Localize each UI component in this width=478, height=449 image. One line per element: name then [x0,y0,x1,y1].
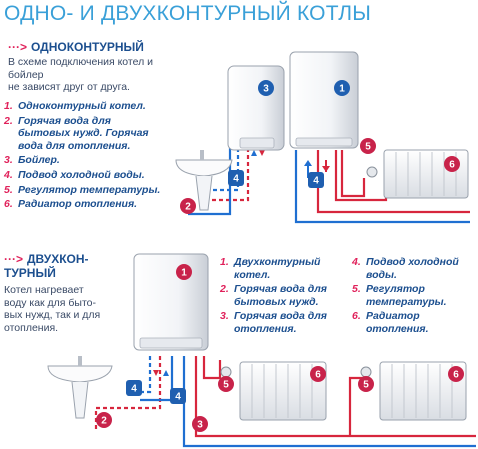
arrow-icon: ···> [8,40,27,54]
flow-arrow-icon [153,370,159,376]
badge-icon [444,156,460,172]
badge-label: 4 [175,392,181,403]
badge-label: 2 [185,202,191,213]
temperature-regulator-icon [366,166,378,178]
double-description: Котел нагревает воду как для быто- вых н… [4,284,124,334]
cold-pipe [210,148,240,192]
temperature-regulator-icon [220,366,232,378]
hot-pipe [340,150,366,198]
list-item: 4.Подвод холодной воды. [352,256,459,281]
badge-label: 6 [315,370,321,381]
badge-icon [228,170,244,186]
cold-pipe [140,356,174,402]
double-desc-line: отопления. [4,321,59,334]
arrow-icon: ···> [4,252,23,266]
single-desc-line: не зависят друг от друга. [8,81,130,93]
temperature-regulator-icon [360,366,372,378]
badge-label: 5 [365,142,371,153]
cold-pipe [182,356,476,448]
flow-arrow-icon [163,370,169,376]
single-desc-line: В схеме подключения котел и бойлер [8,56,154,81]
badge-icon [448,366,464,382]
hot-pipe [348,376,364,436]
water-heater-icon [227,65,285,151]
badge-label: 6 [449,160,455,171]
single-legend: 1.Одноконтурный котел. 2.Горячая вода дл… [4,100,166,213]
badge-label: 6 [453,370,459,381]
badge-label: 5 [223,380,229,391]
badge-icon [334,80,350,96]
single-heading: ···> ОДНОКОНТУРНЫЙ [8,40,144,54]
list-item: 3.Бойлер. [4,154,60,167]
badge-label: 3 [197,420,203,431]
badge-label: 1 [181,268,187,279]
badge-icon [180,198,196,214]
list-item: 6.Радиатор отопления. [352,310,429,335]
badge-icon [310,366,326,382]
cold-pipe [294,150,470,224]
list-item: 5.Регулятор температуры. [352,283,447,308]
badge-icon [258,80,274,96]
flow-arrow-icon [259,150,265,156]
single-heading-label: ОДНОКОНТУРНЫЙ [31,40,144,54]
double-heading-line: ТУРНЫЙ [4,266,56,280]
double-legend-left: 1.Двухконтурный котел. 2.Горячая вода дл… [220,256,338,338]
single-cold-pipes [188,148,470,224]
badge-icon [358,376,374,392]
badge-label: 1 [339,84,345,95]
badge-label: 3 [263,84,269,95]
badge-label: 4 [233,174,239,185]
badge-icon [170,388,186,404]
double-desc-line: воду как для быто- [4,296,96,309]
cold-pipe [188,148,232,216]
badge-icon [96,412,112,428]
badge-icon [126,380,142,396]
badge-icon [176,264,192,280]
badge-icon [218,376,234,392]
boiler-unit-icon [289,51,359,149]
badge-label: 5 [363,380,369,391]
hot-pipe [334,150,388,202]
double-desc-line: вых нужд, так и для [4,309,101,321]
badge-label: 4 [131,384,137,395]
list-item: 1.Двухконтурный котел. [220,256,321,281]
list-item: 6.Радиатор отопления. [4,198,138,211]
flow-arrow-icon [304,160,312,166]
hot-pipe [194,356,476,438]
list-item: 1.Одноконтурный котел. [4,100,146,112]
washbasin-icon [47,356,113,419]
badge-label: 2 [101,416,107,427]
list-item: 4.Подвод холодной воды. [4,168,145,181]
boiler-unit-icon [133,253,209,351]
list-item: 2.Горячая вода для бытовых нужд. Горячая… [4,114,149,152]
hot-pipe [212,148,250,202]
hot-pipe [202,356,222,380]
washbasin-icon [175,150,233,211]
badge-icon [360,138,376,154]
double-badges: 1 2 3 4 4 5 6 5 6 [96,264,464,432]
page-title: ОДНО- И ДВУХКОНТУРНЫЙ КОТЛЫ [4,2,372,25]
double-legend-right: 4.Подвод холодной воды. 5.Регулятор темп… [352,256,470,338]
double-heading: ···> ДВУХКОН- ТУРНЫЙ [4,252,89,280]
list-item: 5.Регулятор температуры. [4,183,161,196]
double-desc-line: Котел нагревает [4,284,84,296]
badge-icon [192,416,208,432]
single-badges: 1 2 3 4 4 5 6 [180,80,460,214]
double-heading-line: ДВУХКОН- [27,252,89,266]
hot-pipe [316,150,470,214]
badge-label: 4 [313,176,319,187]
list-item: 2.Горячая вода для бытовых нужд. [220,283,327,308]
single-description: В схеме подключения котел и бойлер не за… [8,56,178,94]
radiator-icon [239,361,327,421]
list-item: 3.Горячая вода для отопления. [220,310,327,335]
flow-arrow-icon [251,150,257,156]
radiator-icon [379,361,467,421]
badge-icon [308,172,324,188]
